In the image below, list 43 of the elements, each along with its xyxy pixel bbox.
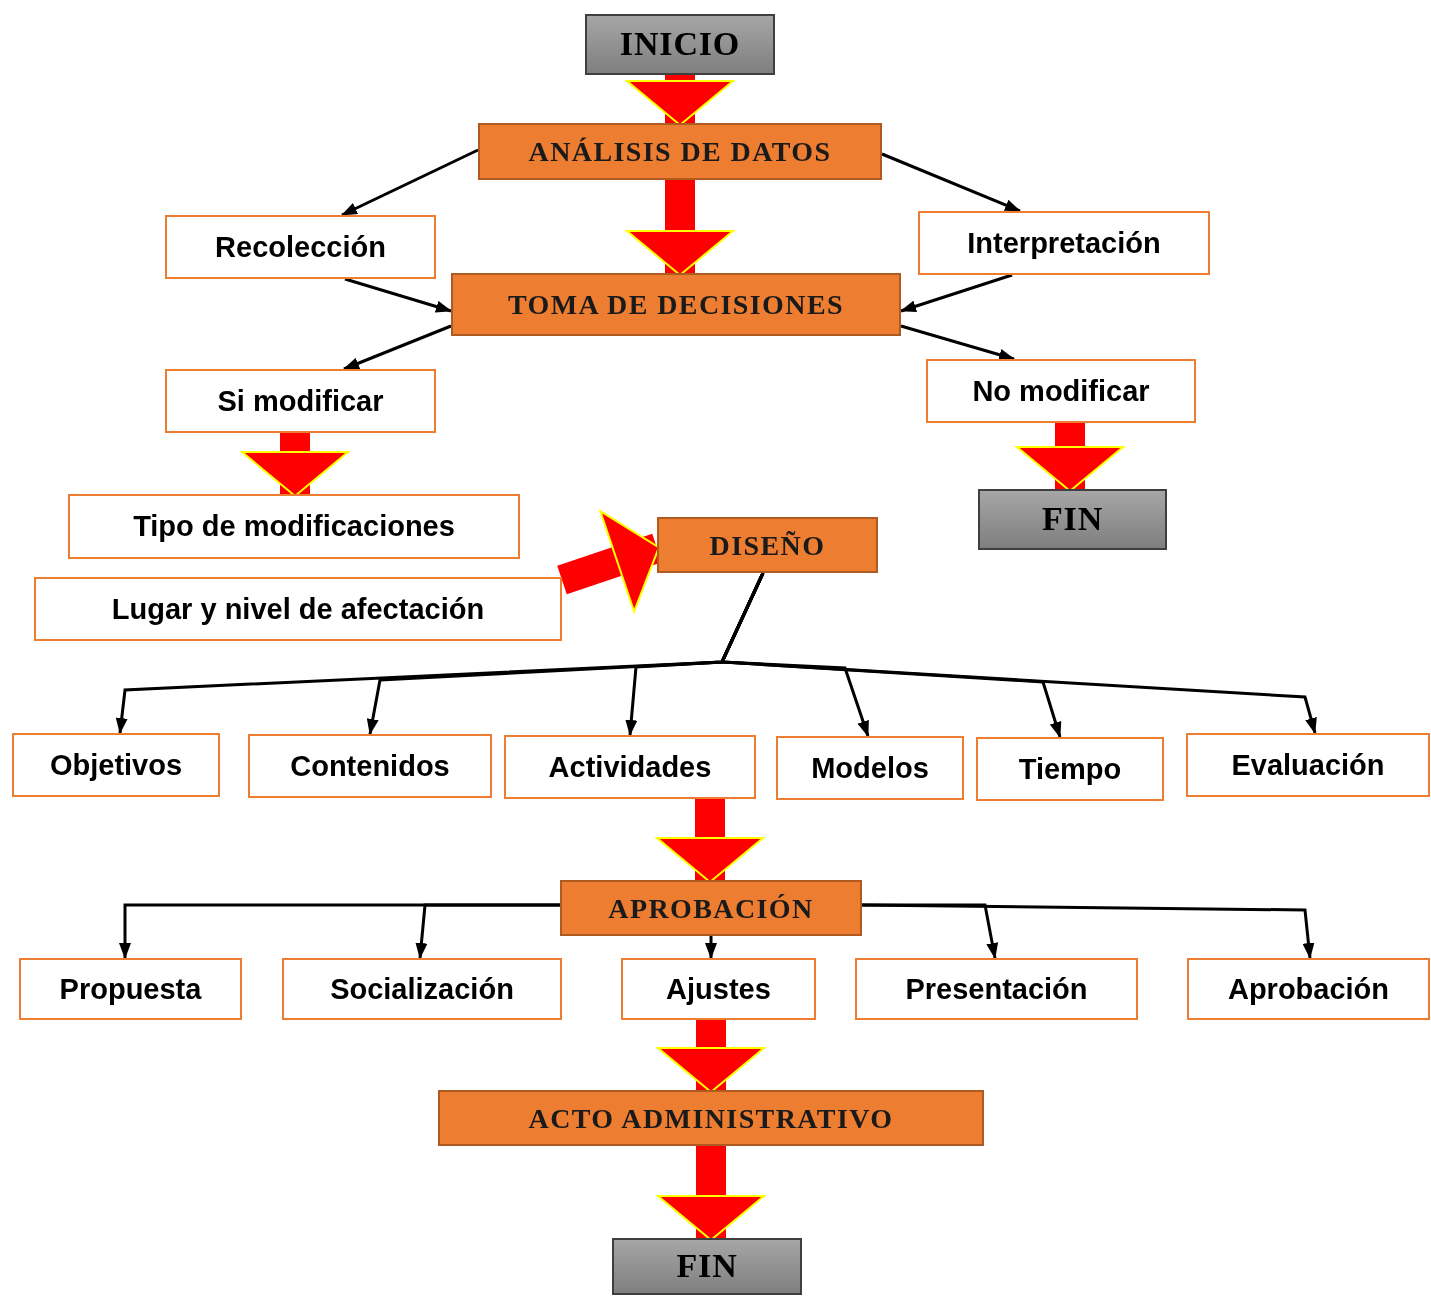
stage-box: ACTO ADMINISTRATIVO [438,1090,984,1146]
terminal-box: FIN [612,1238,802,1295]
block-arrow [656,799,764,883]
arrow [881,152,1021,213]
arrow [900,324,1015,361]
step-box: Aprobación [1187,958,1430,1020]
step-box: Si modificar [165,369,436,433]
step-box: Evaluación [1186,733,1430,797]
block-arrow [241,433,349,497]
step-box: Propuesta [19,958,242,1020]
stage-box: ANÁLISIS DE DATOS [478,123,882,180]
terminal-box: FIN [978,489,1167,550]
step-box: Interpretación [918,211,1210,275]
arrow [719,572,1317,734]
stage-box: DISEÑO [657,517,878,573]
block-arrow [626,75,734,126]
block-arrow [657,1146,765,1241]
step-box: No modificar [926,359,1196,423]
stage-box: TOMA DE DECISIONES [451,273,901,336]
step-box: Lugar y nivel de afectación [34,577,562,641]
arrow [900,273,1013,313]
step-box: Actividades [504,735,756,799]
step-box: Modelos [776,736,964,800]
arrow [862,903,1315,959]
block-arrow [626,180,734,276]
stage-box: APROBACIÓN [560,880,862,936]
arrow [862,903,999,959]
step-box: Contenidos [248,734,492,798]
step-box: Presentación [855,958,1138,1020]
step-box: Tipo de modificaciones [68,494,520,559]
step-box: Objetivos [12,733,220,797]
block-arrow [1016,423,1124,492]
step-box: Socialización [282,958,562,1020]
terminal-box: INICIO [585,14,775,75]
step-box: Tiempo [976,737,1164,801]
arrow [705,936,717,959]
arrow [344,277,452,313]
block-arrow [657,1020,765,1093]
arrow [415,903,560,959]
step-box: Recolección [165,215,436,279]
step-box: Ajustes [621,958,816,1020]
arrow [341,148,479,217]
arrow [343,324,452,371]
